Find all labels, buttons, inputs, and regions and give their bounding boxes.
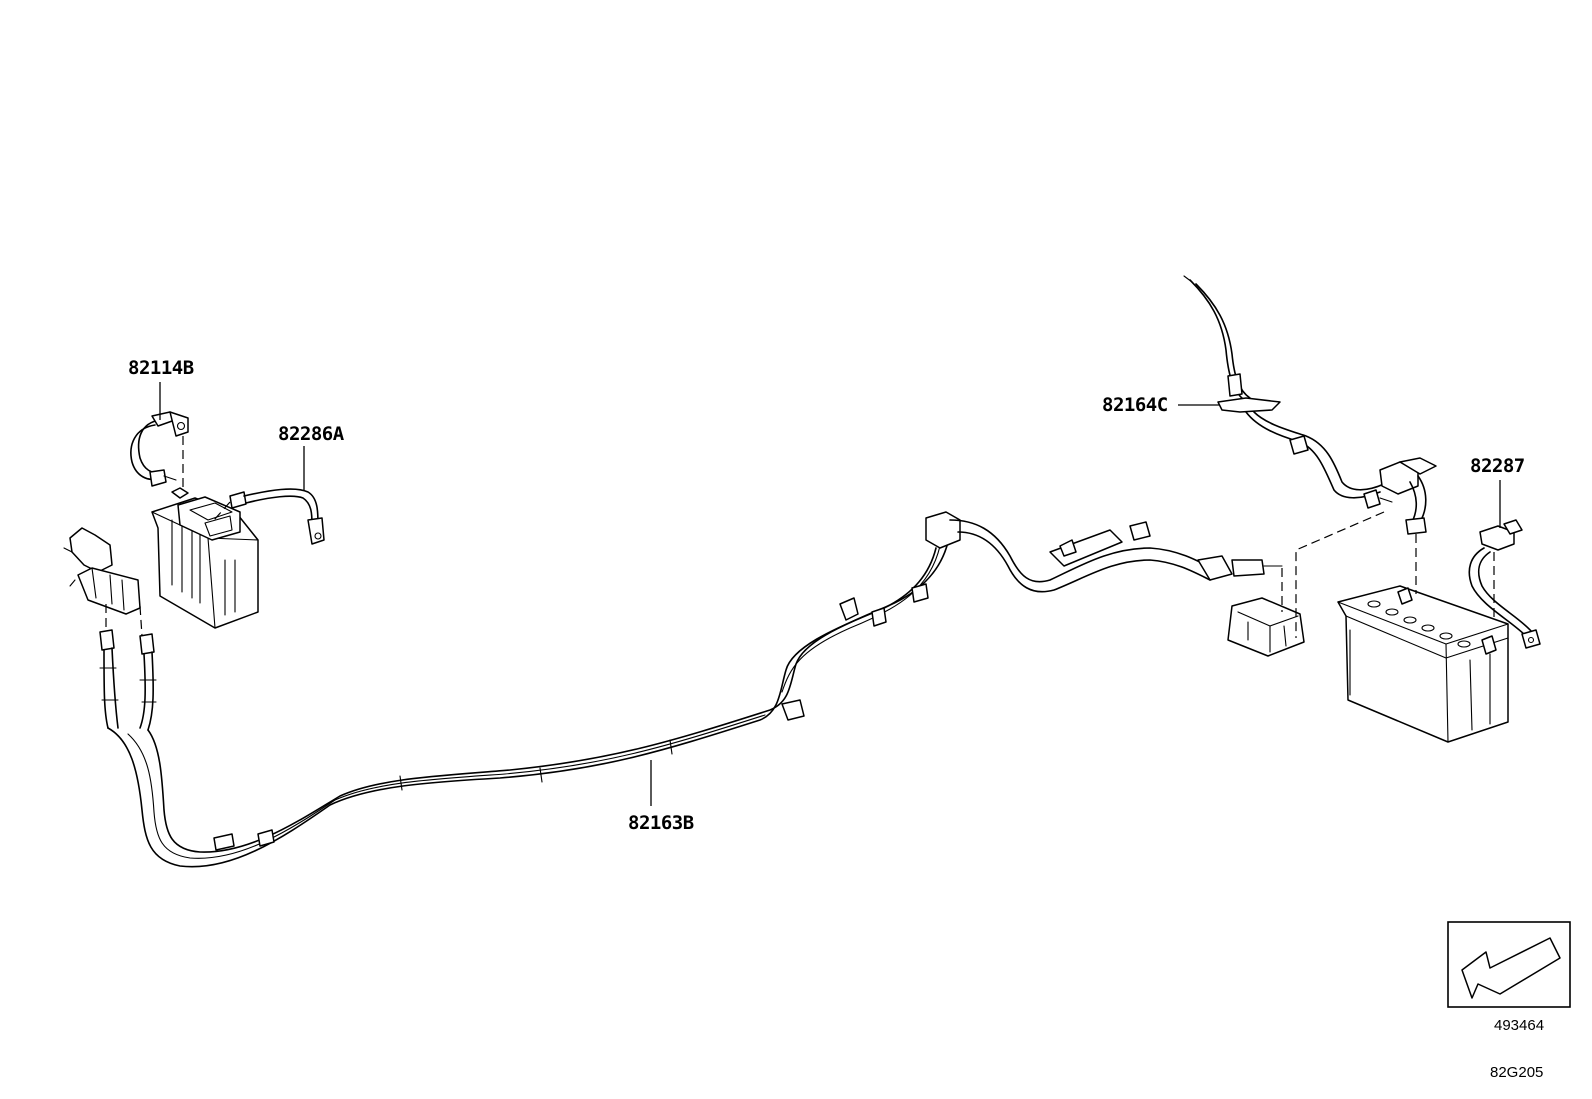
part-label-82287: 82287 (1470, 455, 1525, 477)
part-label-82164C: 82164C (1102, 394, 1168, 416)
main-battery (1337, 585, 1509, 743)
part-label-82114B: 82114B (128, 357, 194, 379)
cable-82286A (229, 488, 325, 545)
part-label-82163B: 82163B (628, 812, 694, 834)
terminal-bracket (63, 527, 141, 615)
aux-battery-group (63, 411, 325, 637)
diagram-code: 82G205 (1490, 1064, 1543, 1081)
dashed-guide-82286A (213, 501, 231, 521)
main-battery-group (1183, 275, 1541, 743)
part-label-82286A: 82286A (278, 423, 345, 445)
cable-82287 (1468, 519, 1541, 649)
dashed-guide-bracket-b (139, 605, 143, 637)
battery-tray (1227, 597, 1305, 657)
aux-battery (151, 487, 259, 629)
image-number: 493464 (1494, 1017, 1544, 1034)
dashed-guide-82164C-a (1295, 511, 1385, 638)
cable-82164C (1183, 275, 1437, 535)
main-cable-82163B (99, 511, 1283, 868)
front-direction-arrow-icon (1447, 921, 1571, 1008)
cable-82114B (130, 411, 189, 487)
